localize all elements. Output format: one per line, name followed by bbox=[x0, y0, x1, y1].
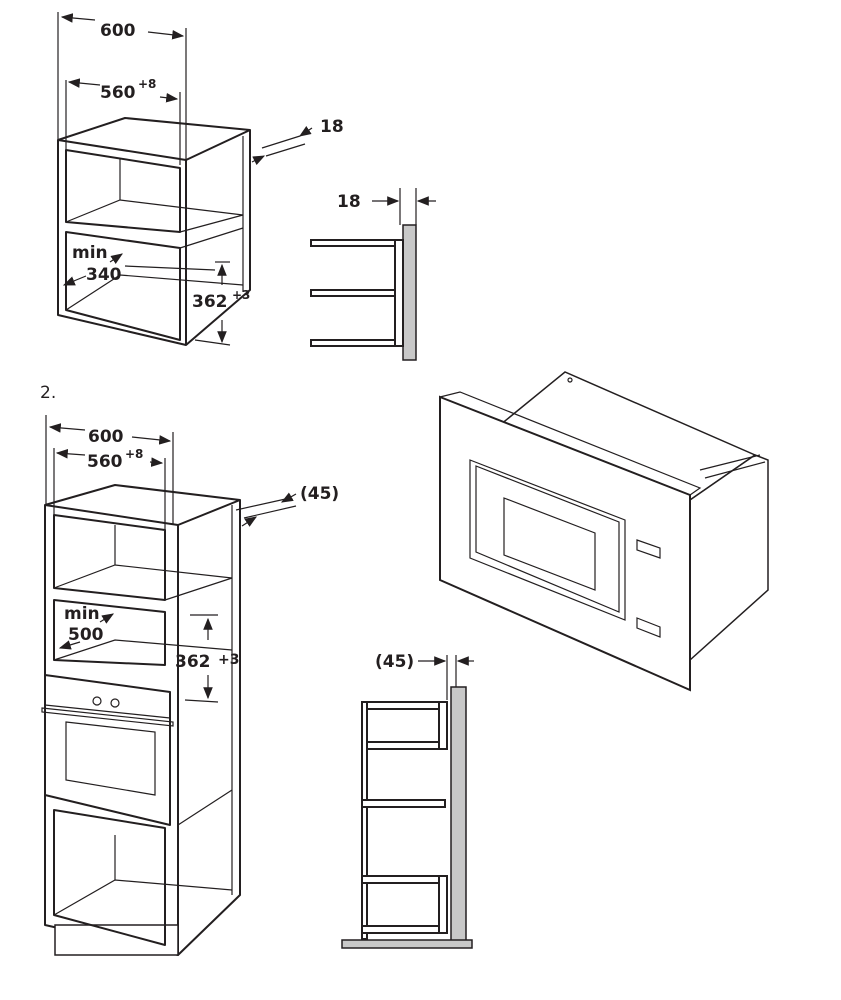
figure2-section-view: (45) bbox=[341, 652, 474, 949]
fig2-min-depth-label: 500 bbox=[68, 625, 104, 645]
figure1-section-view: 18 bbox=[310, 188, 436, 361]
fig2-width-inner-tolerance: +8 bbox=[125, 447, 143, 461]
built-in-microwave bbox=[439, 371, 769, 692]
fig1-min-depth-label: 340 bbox=[86, 265, 122, 285]
fig2-section-offset-label: (45) bbox=[375, 652, 414, 672]
fig1-section-thickness-label: 18 bbox=[337, 192, 361, 212]
fig1-width-inner-tolerance: +8 bbox=[138, 77, 156, 91]
fig2-width-outer-label: 600 bbox=[88, 427, 124, 447]
figure1-cabinet bbox=[57, 12, 251, 346]
fig1-panel-thickness-label: 18 bbox=[320, 117, 344, 137]
fig2-min-label: min bbox=[64, 604, 100, 624]
fig1-min-label: min bbox=[72, 243, 108, 263]
fig1-height-tolerance: +3 bbox=[232, 288, 250, 302]
fig1-width-inner-label: 560 bbox=[100, 83, 136, 103]
fig2-panel-offset-label: (45) bbox=[300, 484, 339, 504]
fig1-width-outer-label: 600 bbox=[100, 21, 136, 41]
fig2-height-label: 362 bbox=[175, 652, 211, 672]
fig1-height-label: 362 bbox=[192, 292, 228, 312]
figure2-dimensions: 600 560 +8 (45) min 500 362 +3 bbox=[48, 423, 339, 703]
figure2-cabinet bbox=[41, 415, 241, 956]
fig2-height-tolerance: +3 bbox=[218, 652, 239, 668]
figure1-dimensions: 600 560 +8 18 min 340 362 +3 bbox=[60, 13, 344, 346]
figure2-number: 2. bbox=[40, 383, 56, 403]
fig2-width-inner-label: 560 bbox=[87, 452, 123, 472]
